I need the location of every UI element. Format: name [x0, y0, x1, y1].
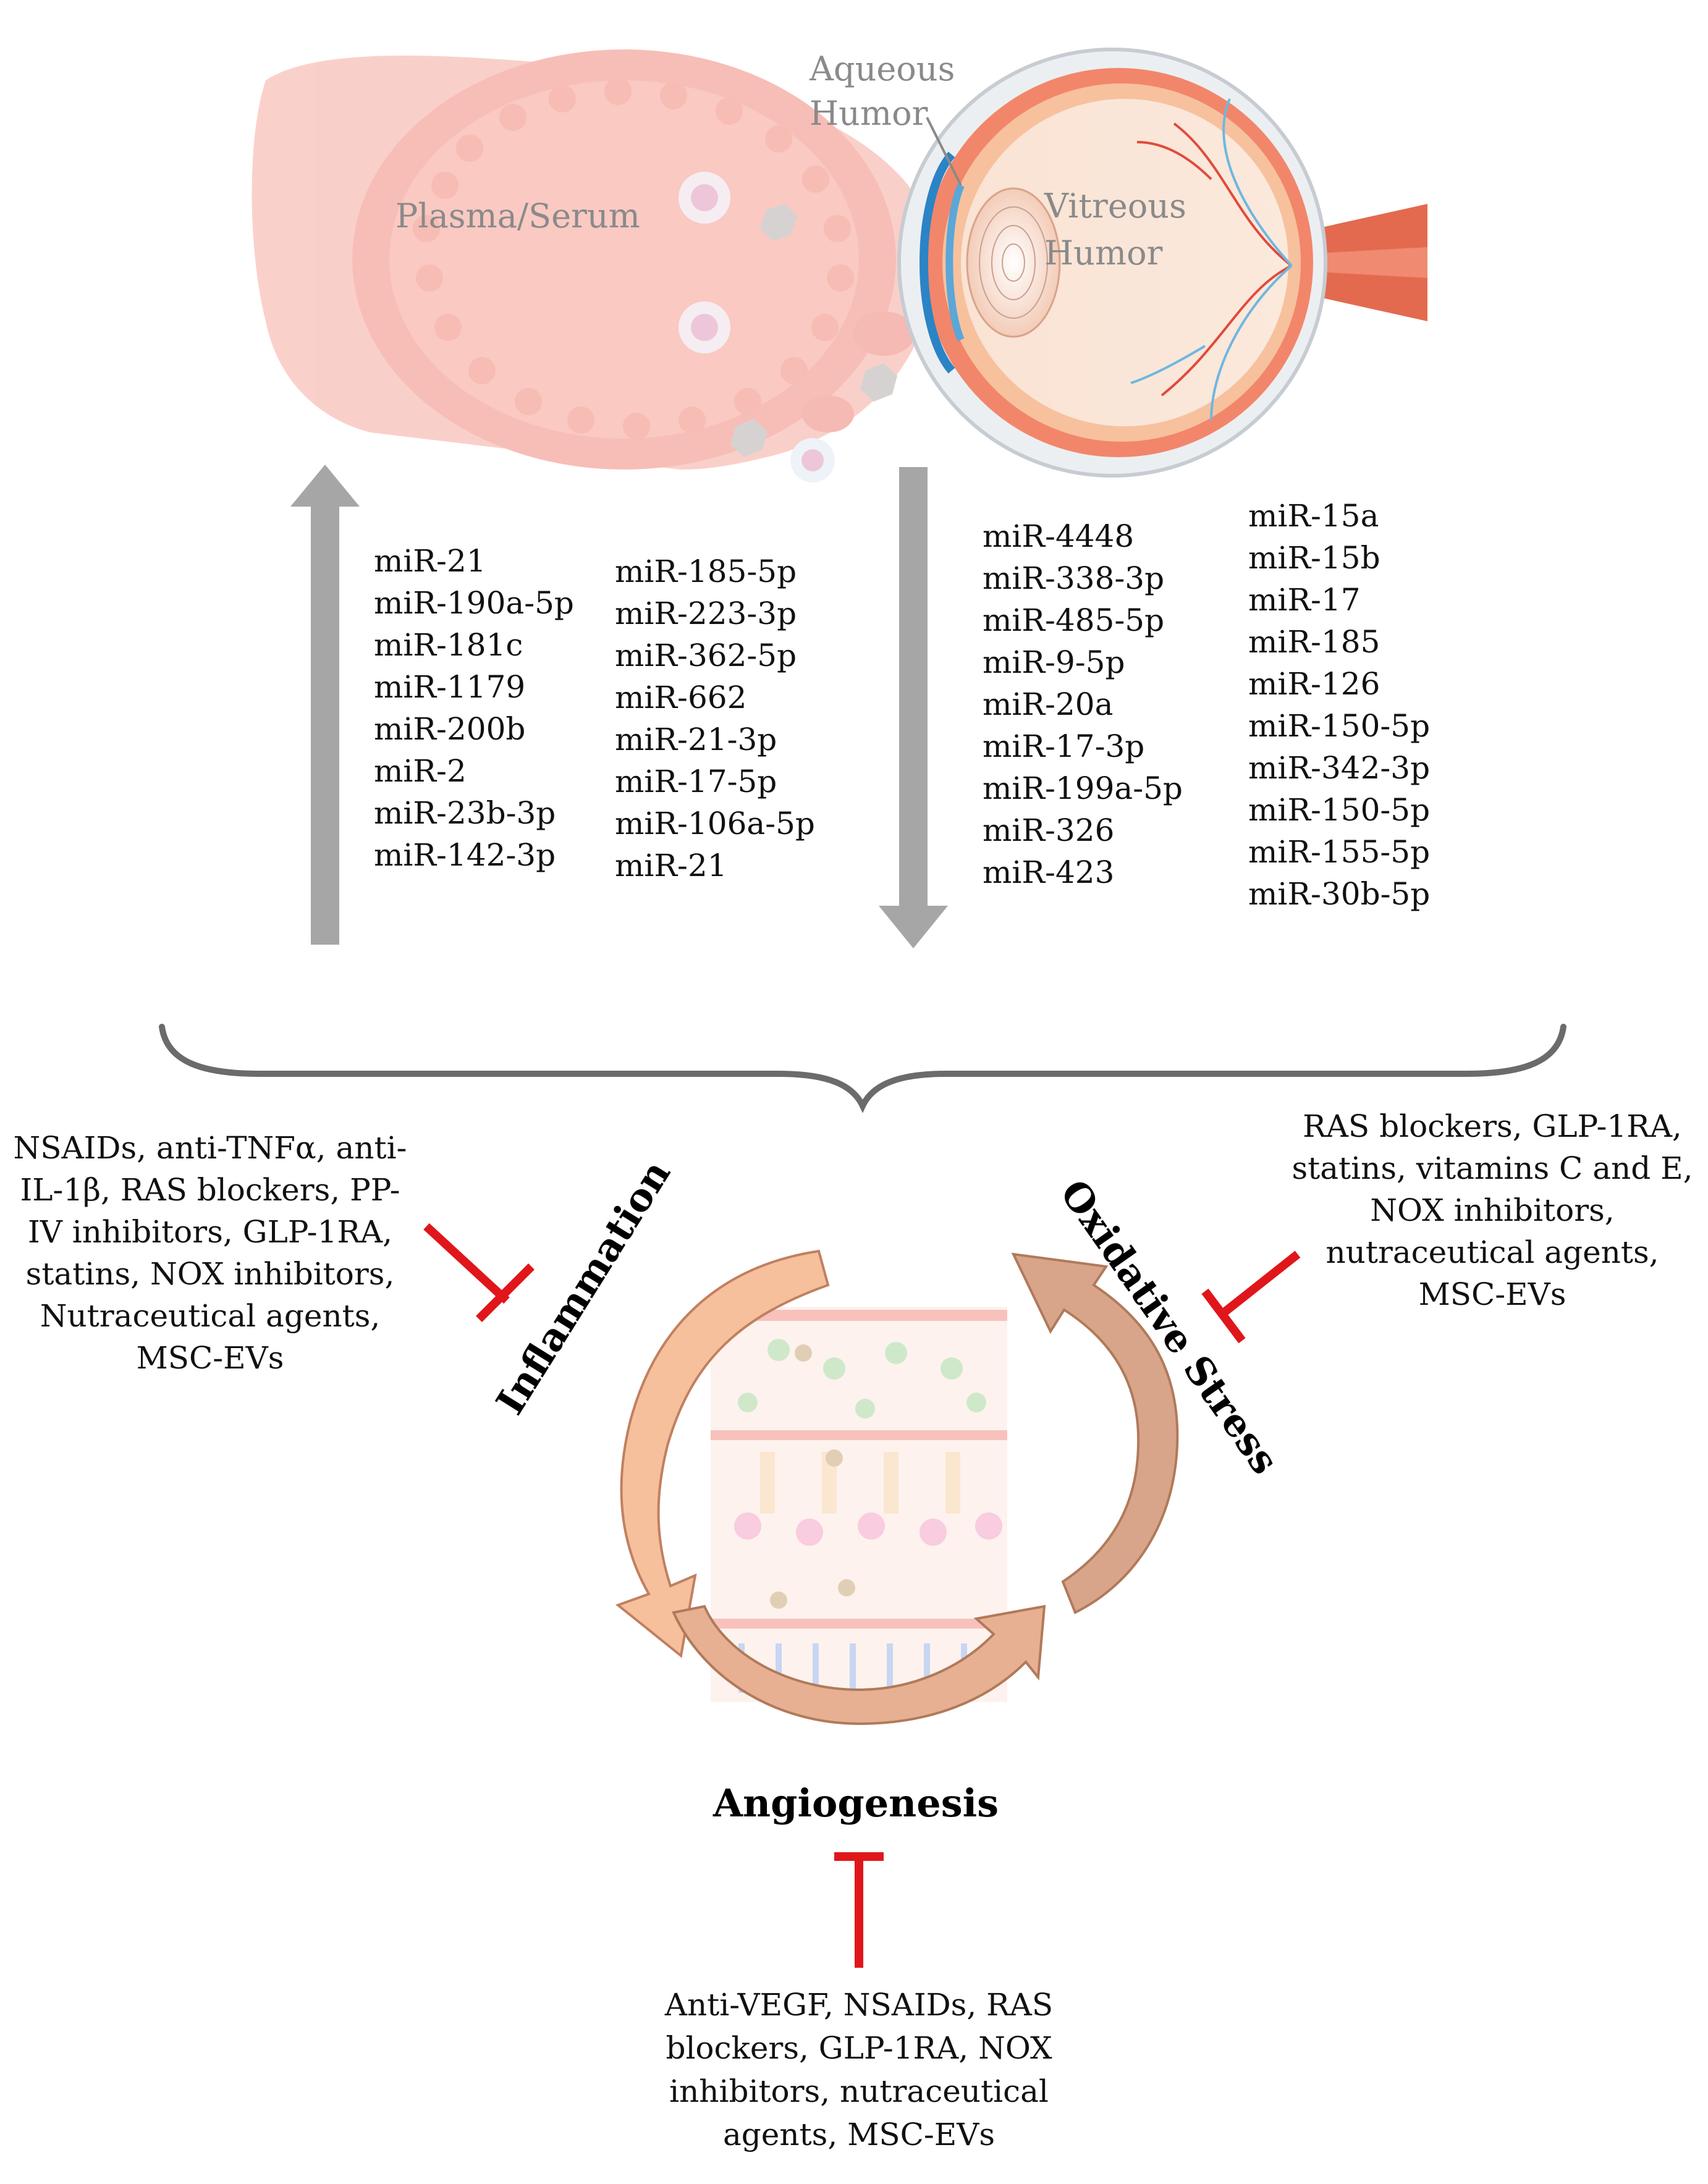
treatments-oxidative-stress: RAS blockers, GLP-1RA, statins, vitamins …: [1292, 1108, 1693, 1312]
treatment-line: Nutraceutical agents,: [40, 1298, 381, 1334]
treatments-inflammation: NSAIDs, anti-TNFα, anti- IL-1β, RAS block…: [14, 1130, 407, 1376]
treatment-line: MSC-EVs: [1419, 1276, 1566, 1312]
treatment-line: MSC-EVs: [137, 1340, 284, 1376]
mirna-item: miR-4448: [983, 518, 1134, 554]
retina-layers-illustration: [711, 1307, 1007, 1702]
mirna-item: miR-2: [374, 753, 467, 789]
lens-rings: [979, 206, 1048, 319]
treatment-line: IV inhibitors, GLP-1RA,: [28, 1214, 392, 1250]
lens: [966, 187, 1061, 338]
mirna-item: miR-485-5p: [983, 602, 1164, 638]
cycle-arrow-right: [1011, 1252, 1179, 1614]
mirna-item: miR-423: [983, 854, 1114, 890]
mirna-item: miR-185-5p: [615, 554, 797, 589]
aqueous-leader-line: [926, 117, 962, 186]
mirna-item: miR-185: [1248, 624, 1380, 660]
treatment-line: NOX inhibitors,: [1370, 1192, 1614, 1228]
mirna-item: miR-1179: [374, 669, 525, 705]
treatment-line: statins, NOX inhibitors,: [26, 1256, 395, 1292]
mirna-item: miR-15a: [1248, 498, 1379, 534]
downregulated-mirna-list-1: miR-4448 miR-338-3p miR-485-5p miR-9-5p miR-…: [983, 518, 1183, 890]
cycle-arrow-left: [615, 1249, 830, 1658]
mirna-item: miR-126: [1248, 666, 1380, 702]
mirna-item: miR-21-3p: [615, 722, 777, 757]
treatment-line: RAS blockers, GLP-1RA,: [1303, 1108, 1682, 1144]
vitreous: [961, 99, 1288, 426]
mirna-item: miR-17-5p: [615, 764, 777, 799]
mirna-item: miR-150-5p: [1248, 792, 1430, 828]
mirna-item: miR-17-3p: [983, 728, 1144, 764]
mirna-item: miR-9-5p: [983, 644, 1125, 680]
mirna-item: miR-362-5p: [615, 638, 797, 673]
vessel-inner: [389, 80, 859, 439]
plasma-serum-label: Plasma/Serum: [395, 196, 640, 235]
treatment-line: NSAIDs, anti-TNFα, anti-: [14, 1130, 407, 1166]
mirna-item: miR-190a-5p: [374, 585, 574, 621]
upregulated-mirna-list-1: miR-21 miR-190a-5p miR-181c miR-1179 miR-200…: [374, 543, 574, 873]
inhibition-marker-oxidative-stress: [1201, 1250, 1301, 1344]
mirna-item: miR-181c: [374, 627, 523, 663]
treatment-line: statins, vitamins C and E,: [1292, 1150, 1693, 1186]
mirna-item: miR-326: [983, 812, 1114, 848]
vessel-crenellations: [413, 78, 854, 440]
treatment-line: blockers, GLP-1RA, NOX: [666, 2030, 1052, 2066]
cycle-arrows: [615, 1249, 1179, 1726]
downregulated-arrow: [879, 467, 948, 948]
mirna-item: miR-30b-5p: [1248, 876, 1430, 912]
angiogenesis-label: Angiogenesis: [712, 1781, 999, 1826]
iris: [945, 183, 965, 342]
cycle-arrow-bottom: [672, 1604, 1046, 1726]
mirna-item: miR-200b: [374, 711, 525, 747]
vitreous-humor-label-line1: Vitreous: [1044, 187, 1186, 226]
vitreous-humor-label-line2: Humor: [1044, 234, 1163, 272]
aqueous-humor-label-line1: Aqueous: [809, 49, 955, 88]
treatment-line: Anti-VEGF, NSAIDs, RAS: [664, 1987, 1053, 2023]
mirna-item: miR-21: [615, 848, 727, 883]
mirna-item: miR-199a-5p: [983, 770, 1183, 806]
aqueous-humor-label-line2: Humor: [810, 94, 928, 133]
mirna-item: miR-106a-5p: [615, 806, 815, 841]
blood-cells: [679, 172, 915, 483]
eye-illustration: [897, 48, 1427, 478]
curly-brace: [159, 1024, 1566, 1113]
treatment-line: inhibitors, nutraceutical: [669, 2073, 1049, 2109]
mirna-item: miR-338-3p: [983, 560, 1164, 596]
treatment-line: IL-1β, RAS blockers, PP-: [20, 1172, 400, 1208]
mirna-item: miR-662: [615, 680, 746, 715]
upregulated-mirna-list-2: miR-185-5p miR-223-3p miR-362-5p miR-662 miR…: [615, 554, 815, 883]
mirna-item: miR-342-3p: [1248, 750, 1430, 786]
upregulated-arrow: [290, 465, 360, 945]
treatment-line: agents, MSC-EVs: [723, 2117, 995, 2152]
inhibition-marker-angiogenesis: [834, 1852, 884, 1968]
mirna-item: miR-142-3p: [374, 837, 556, 873]
mirna-item: miR-155-5p: [1248, 834, 1430, 870]
mirna-item: miR-223-3p: [615, 596, 797, 631]
blood-vessel-illustration: [252, 49, 932, 483]
mirna-item: miR-21: [374, 543, 486, 579]
treatment-line: nutraceutical agents,: [1325, 1234, 1659, 1270]
optic-nerve-center: [1316, 247, 1427, 278]
mirna-item: miR-23b-3p: [374, 795, 556, 831]
inhibition-marker-inflammation: [423, 1223, 535, 1322]
cornea: [920, 151, 955, 374]
mirna-item: miR-17: [1248, 582, 1361, 618]
downregulated-mirna-list-2: miR-15a miR-15b miR-17 miR-185 miR-126 miR-15…: [1248, 498, 1430, 912]
treatments-angiogenesis: Anti-VEGF, NSAIDs, RAS blockers, GLP-1RA,…: [664, 1987, 1053, 2152]
mirna-item: miR-20a: [983, 686, 1113, 722]
mirna-item: miR-150-5p: [1248, 708, 1430, 744]
mirna-item: miR-15b: [1248, 540, 1380, 576]
retinal-vessels: [1130, 98, 1293, 421]
